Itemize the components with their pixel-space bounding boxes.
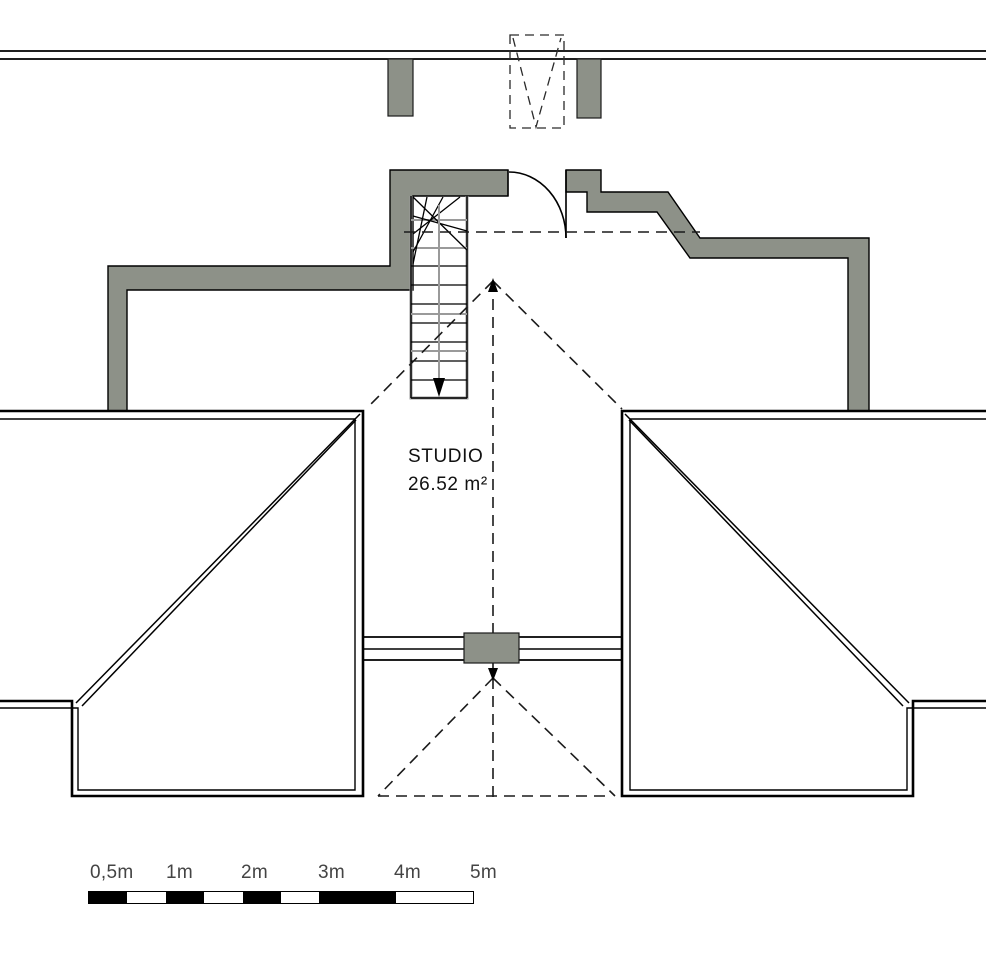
scale-segment (396, 892, 473, 903)
wall-upper-right (565, 169, 870, 412)
room-area-text: 26.52 m² (408, 474, 488, 495)
scale-segment (165, 892, 205, 903)
pilaster-block-right (576, 58, 602, 119)
scale-segment (280, 892, 320, 903)
scale-segment (89, 892, 128, 903)
ridge-skylight-block (363, 632, 622, 664)
pilaster-block-left (387, 58, 414, 117)
room-label-studio: STUDIO 26.52 m² (408, 446, 488, 495)
roof-hip-dashed-upper (368, 280, 623, 410)
roof-plane-left (0, 409, 365, 798)
stair-direction-arrow (433, 378, 445, 397)
scale-segment (319, 892, 397, 903)
roof-hip-dashed-lower (377, 677, 616, 797)
scale-bar (88, 891, 474, 904)
roof-plane-right (620, 409, 986, 798)
room-name-text: STUDIO (408, 446, 483, 467)
staircase (409, 196, 469, 400)
chimney-dashed-outline (509, 34, 565, 130)
scale-segment (127, 892, 166, 903)
door-swing (508, 170, 567, 239)
roof-eave-top-line (0, 50, 986, 60)
scale-segment (204, 892, 243, 903)
ridge-apex-marker (488, 278, 498, 681)
scale-segment (242, 892, 281, 903)
